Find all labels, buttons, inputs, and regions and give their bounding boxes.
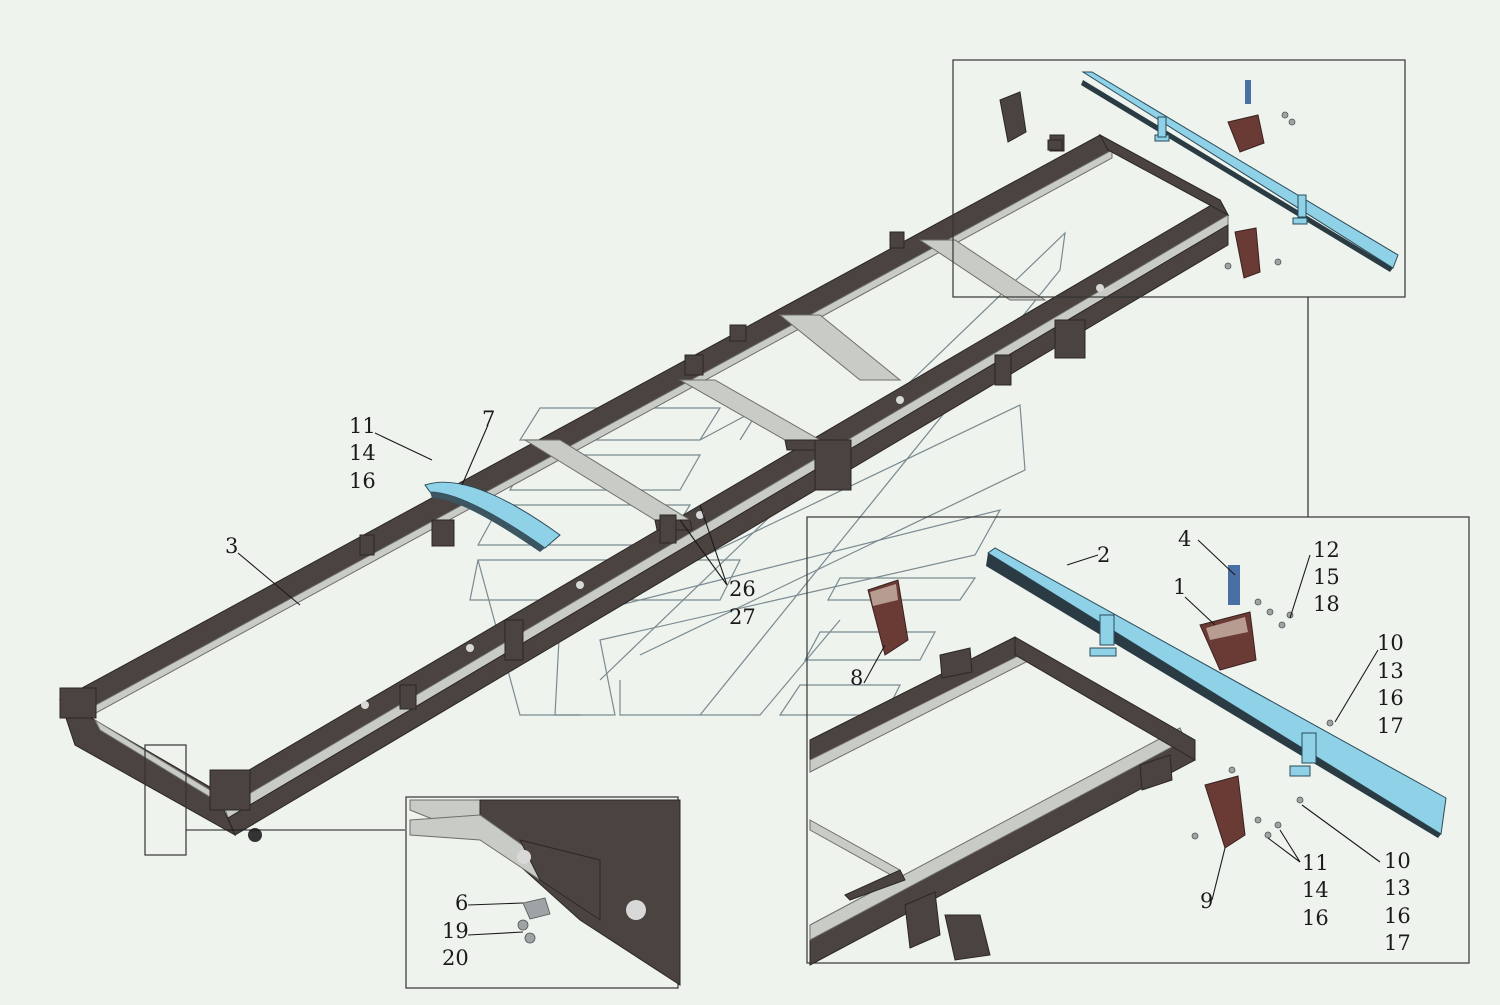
callout-13-upper: 13 [1377, 659, 1404, 683]
callout-labels: 2 1 4 12 15 18 10 13 16 17 10 13 16 17 8… [225, 407, 1411, 970]
callout-11-left: 11 [349, 414, 376, 438]
part-7-support [424, 481, 561, 552]
callout-16-lower: 16 [1384, 904, 1411, 928]
callout-18: 18 [1313, 592, 1340, 616]
callout-14-left: 14 [349, 441, 376, 465]
callout-10-upper: 10 [1377, 631, 1404, 655]
inset-rear-detail [806, 516, 1470, 966]
callout-16-right: 16 [1302, 906, 1329, 930]
callout-20: 20 [442, 946, 469, 970]
callout-14-right: 14 [1302, 878, 1329, 902]
callout-17-lower: 17 [1384, 931, 1411, 955]
callout-16-upper: 16 [1377, 686, 1404, 710]
callout-7: 7 [482, 407, 495, 431]
callout-17-upper: 17 [1377, 714, 1404, 738]
callout-2: 2 [1097, 543, 1110, 567]
callout-3: 3 [225, 534, 238, 558]
callout-16-left: 16 [349, 469, 376, 493]
callout-11-right: 11 [1302, 851, 1329, 875]
callout-1: 1 [1173, 575, 1186, 599]
callout-13-lower: 13 [1384, 876, 1411, 900]
callout-26: 26 [729, 577, 756, 601]
inset-front-detail [144, 744, 681, 989]
leader-lines [237, 424, 1381, 936]
callout-8: 8 [850, 666, 863, 690]
callout-15: 15 [1313, 565, 1340, 589]
callout-6: 6 [455, 891, 468, 915]
inset-rear-top [952, 59, 1406, 298]
callout-12: 12 [1313, 538, 1340, 562]
callout-9: 9 [1200, 889, 1213, 913]
callout-19: 19 [442, 919, 469, 943]
callout-27: 27 [729, 605, 756, 629]
main-frame [59, 133, 1230, 842]
callout-10-lower: 10 [1384, 849, 1411, 873]
callout-4: 4 [1178, 527, 1191, 551]
